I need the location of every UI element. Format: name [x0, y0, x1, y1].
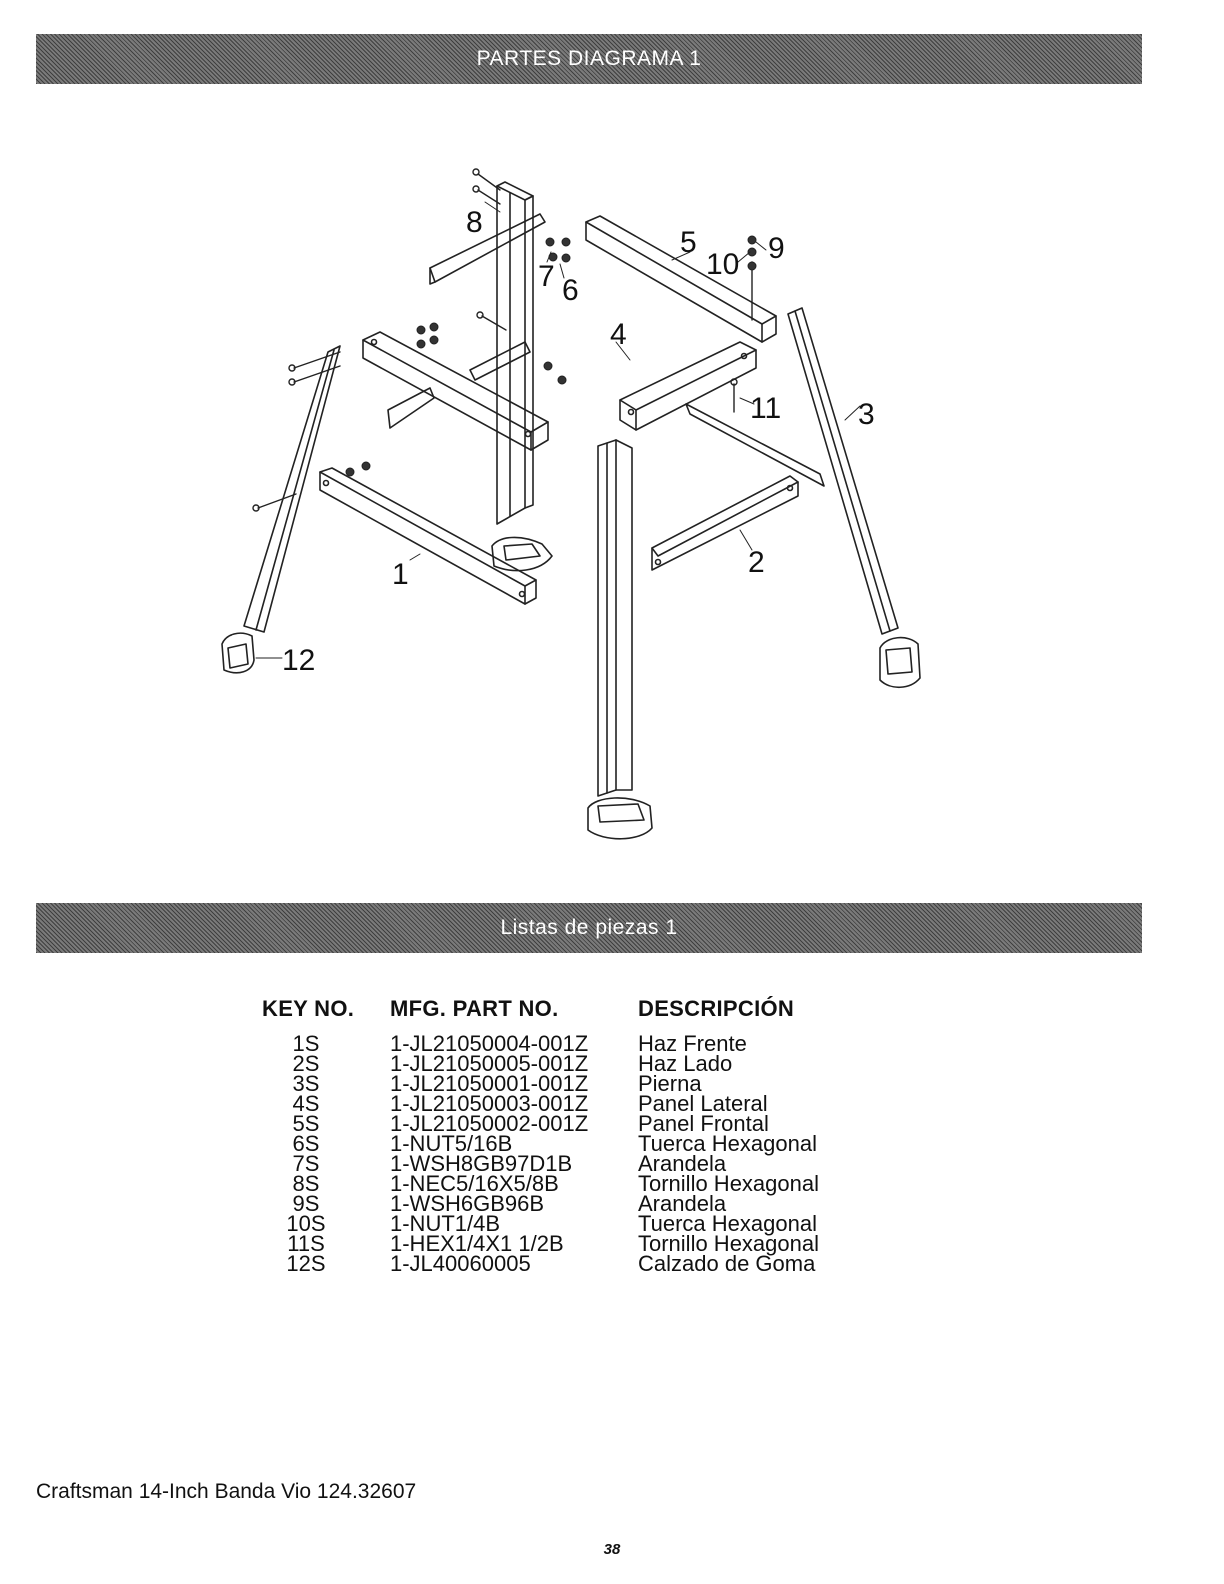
- description-header: DESCRIPCIÓN: [638, 996, 795, 1021]
- nuts-washers: [345, 235, 757, 477]
- callout-5: 5: [680, 226, 697, 259]
- part-number-cell: 1-JL21050003-001Z: [390, 1091, 589, 1116]
- key-cell: 10S: [286, 1211, 326, 1236]
- part-number-header: MFG. PART NO.: [390, 996, 559, 1021]
- key-cell: 9S: [292, 1191, 320, 1216]
- top-rear-bracket: [429, 213, 546, 285]
- inner-beam: [387, 341, 531, 429]
- description-cell: Pierna: [638, 1071, 702, 1096]
- bolts: [252, 168, 753, 512]
- description-column: DESCRIPCIÓN Haz Frente Haz Lado Pierna P…: [638, 996, 938, 1276]
- page-number: 38: [603, 1541, 621, 1558]
- callouts: 1 2 3 4 5 6 7 8 9 10 11 12: [282, 206, 875, 677]
- callout-4: 4: [610, 318, 627, 351]
- part-number-cell: 1-JL21050004-001Z: [390, 1031, 589, 1056]
- description-cell: Tuerca Hexagonal: [638, 1131, 817, 1156]
- description-cell: Tuerca Hexagonal: [638, 1211, 817, 1236]
- diagram-banner: PARTES DIAGRAMA 1: [36, 34, 1142, 84]
- key-cell: 5S: [292, 1111, 320, 1136]
- front-beam-upper: [362, 331, 549, 451]
- key-cell: 12S: [286, 1251, 326, 1276]
- part-number-cell: 1-JL21050005-001Z: [390, 1051, 589, 1076]
- part-number-cell: 1-HEX1/4X1 1/2B: [390, 1231, 564, 1256]
- key-cell: 8S: [292, 1171, 320, 1196]
- leg-3: [787, 307, 899, 635]
- panel-5: [585, 215, 777, 343]
- key-cell: 1S: [292, 1031, 320, 1056]
- parts-list-title: Listas de piezas 1: [500, 916, 678, 939]
- description-cell: Arandela: [638, 1151, 727, 1176]
- front-foot: [587, 797, 653, 840]
- part-number-cell: 1-JL40060005: [390, 1251, 531, 1276]
- part-number-cell: 1-NUT5/16B: [390, 1131, 513, 1156]
- callout-12: 12: [282, 644, 315, 677]
- description-cell: Tornillo Hexagonal: [638, 1231, 819, 1256]
- callout-2: 2: [748, 546, 765, 579]
- part-number-cell: 1-WSH6GB96B: [390, 1191, 545, 1216]
- diagram-title: PARTES DIAGRAMA 1: [476, 47, 702, 70]
- description-cell: Calzado de Goma: [638, 1251, 816, 1276]
- key-cell: 7S: [292, 1151, 320, 1176]
- back-foot: [491, 536, 553, 572]
- beam-2: [651, 475, 799, 571]
- part-number-cell: 1-JL21050001-001Z: [390, 1071, 589, 1096]
- left-foot: [221, 632, 255, 674]
- part-number-column: MFG. PART NO. 1-JL21050004-001Z 1-JL2105…: [390, 996, 630, 1276]
- key-cell: 4S: [292, 1091, 320, 1116]
- callout-8: 8: [466, 206, 483, 239]
- callout-9: 9: [768, 232, 785, 265]
- key-cell: 11S: [287, 1231, 325, 1256]
- part-number-cell: 1-NUT1/4B: [390, 1211, 501, 1236]
- callout-10: 10: [706, 248, 739, 281]
- leader-lines: [255, 201, 861, 659]
- description-cell: Panel Frontal: [638, 1111, 769, 1136]
- key-cell: 2S: [292, 1051, 320, 1076]
- panel-4: [619, 341, 757, 431]
- callout-1: 1: [392, 558, 409, 591]
- exploded-parts-diagram: 1 2 3 4 5 6 7 8 9 10 11 12: [221, 168, 921, 840]
- front-leg: [597, 439, 633, 797]
- callout-6: 6: [562, 274, 579, 307]
- key-column: KEY NO. 1S 2S 3S 4S 5S 6S 7S 8S 9S 10S 1…: [262, 996, 372, 1276]
- callout-11: 11: [750, 392, 781, 425]
- back-leg: [496, 181, 534, 525]
- callout-7: 7: [538, 260, 555, 293]
- right-foot: [879, 636, 921, 689]
- part-number-cell: 1-WSH8GB97D1B: [390, 1151, 573, 1176]
- footer-product-title: Craftsman 14-Inch Banda Vio 124.32607: [36, 1480, 417, 1503]
- part-number-cell: 1-NEC5/16X5/8B: [390, 1171, 559, 1196]
- beam-1: [319, 467, 537, 605]
- description-cell: Panel Lateral: [638, 1091, 768, 1116]
- key-header: KEY NO.: [262, 996, 355, 1021]
- callout-3: 3: [858, 398, 875, 431]
- description-cell: Arandela: [638, 1191, 727, 1216]
- part-number-cell: 1-JL21050002-001Z: [390, 1111, 589, 1136]
- key-cell: 6S: [292, 1131, 320, 1156]
- description-cell: Haz Frente: [638, 1031, 747, 1056]
- description-cell: Tornillo Hexagonal: [638, 1171, 819, 1196]
- rear-beam-right: [685, 403, 825, 487]
- parts-list-banner: Listas de piezas 1: [36, 903, 1142, 953]
- left-leg: [243, 345, 341, 633]
- description-cell: Haz Lado: [638, 1051, 733, 1076]
- key-cell: 3S: [292, 1071, 320, 1096]
